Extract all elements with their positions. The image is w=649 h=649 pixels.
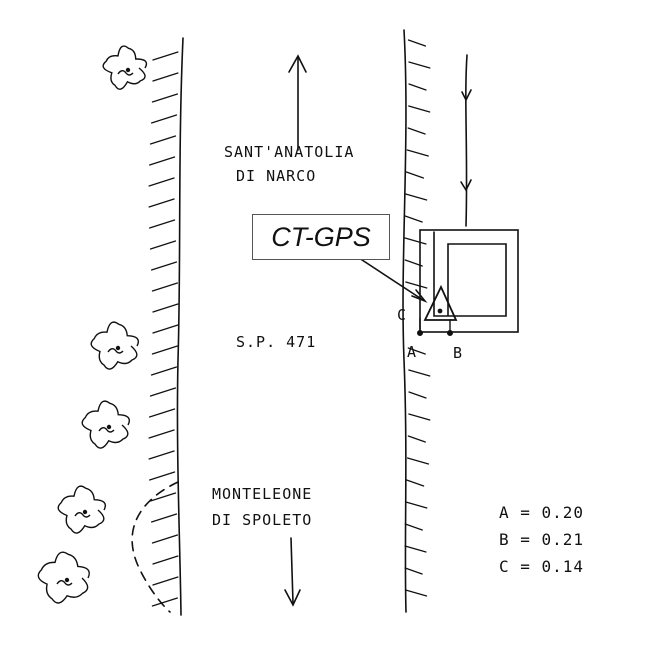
north-town-label-line1: SANT'ANATOLIA [224,143,355,161]
road-left-edge [176,37,184,616]
tree-icon [102,45,148,90]
legend-a: A = 0.20 [499,503,585,522]
south-town-label-line2: DI SPOLETO [212,511,313,529]
legend-b: B = 0.21 [499,530,585,549]
station-pointer [355,255,424,301]
tree-icon [37,551,90,604]
north-town-label-line2: DI NARCO [236,167,317,185]
road-label: S.P. 471 [236,333,317,351]
south-town-label-line1: MONTELEONE [212,485,313,503]
arrow-icon [284,537,301,607]
station-label-box: CT-GPS [252,214,390,260]
right-embankment-hatching [404,39,431,597]
road-right-edge [402,29,407,613]
dashed-verge [131,481,179,613]
legend-c: C = 0.14 [499,557,585,576]
tree-icon [81,400,131,449]
point-b-label: B [453,344,464,362]
left-embankment-hatching [148,51,179,607]
building-inner-frame [433,231,507,317]
point-c-label: C [397,306,408,324]
tree-icon [90,321,140,370]
arrow-icon [288,54,307,151]
point-a-label: A [407,343,418,361]
triangle-station-icon [423,284,458,321]
station-label: CT-GPS [271,221,371,252]
cable-line [465,54,468,227]
tree-icon [57,485,107,534]
building-outer [419,229,519,333]
